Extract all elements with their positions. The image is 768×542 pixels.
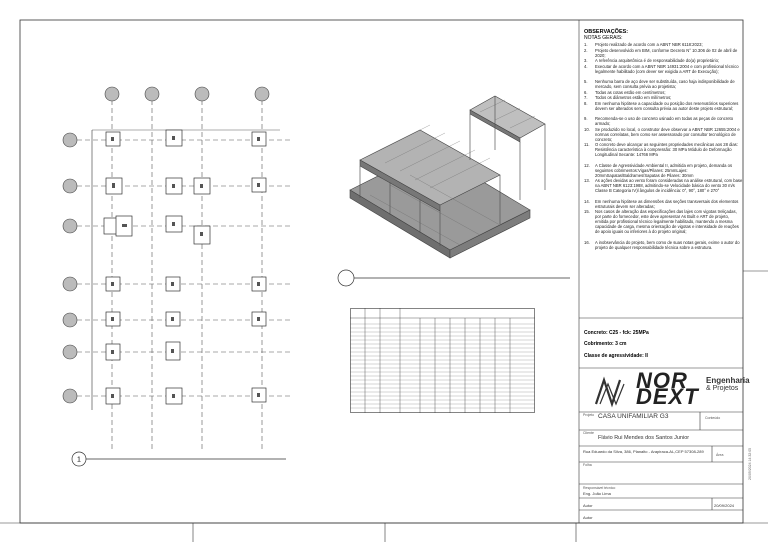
note-text: A inobservância do projeto, bem como de …	[595, 239, 740, 250]
note-text: Executar de acordo com a ABNT NBR 14931:…	[595, 63, 739, 74]
note-text: Em nenhuma hipótese as dimensões das seç…	[595, 198, 739, 209]
logo-tagline-1: Engenharia	[706, 376, 750, 385]
note-text: Projeto desenvolvido em BIM, conforme De…	[595, 47, 738, 58]
note-text: Em nenhuma hipótese a capacidade ou posi…	[595, 100, 739, 111]
note-text: O concreto deve alcançar as seguintes pr…	[595, 142, 738, 157]
foundation-plan: 1	[62, 86, 290, 467]
cover-spec: Cobrimento: 3 cm	[584, 341, 627, 347]
concrete-spec: Concreto: C25 - fck: 25MPa	[584, 330, 649, 336]
notes-subtitle: NOTAS GERAIS:	[584, 35, 623, 41]
note-text: Nenhuma barra de aço deve ser substituíd…	[595, 79, 735, 89]
owner-name: Flávio Rui Mendes dos Santos Junior	[598, 435, 690, 441]
note-text: Todos os diâmetros estão em milímetros;	[595, 95, 672, 100]
note-number: 9.	[584, 116, 588, 121]
logo-tagline-2: & Projetos	[706, 385, 739, 392]
note-number: 14.	[584, 198, 590, 204]
note-number: 12.	[584, 162, 590, 168]
author-label-2: Autor	[583, 515, 593, 520]
note-text: Projeto realizado de acordo com a ABNT N…	[595, 42, 703, 47]
note-number: 16.	[584, 239, 590, 245]
notes-title: OBSERVAÇÕES:	[584, 29, 629, 35]
issue-date: 20/09/2024	[714, 503, 735, 508]
project-label: Projeto	[583, 413, 595, 417]
author-label: Autor	[583, 503, 593, 508]
note-number: 2.	[584, 47, 588, 53]
schedule-table	[350, 308, 535, 413]
note-text: A Classe de Agressividade Ambiental II, …	[595, 162, 733, 178]
content-label: Conteúdo	[705, 416, 721, 420]
note-number: 15.	[584, 209, 590, 214]
notes-list: 1. Projeto realizado de acordo com a ABNT…	[584, 42, 743, 312]
note-text: Todas as cotas estão em centímetros;	[595, 89, 666, 95]
axis-label: 1	[77, 457, 81, 464]
sheet-label: Folha	[583, 463, 592, 467]
note-number: 6.	[584, 89, 588, 95]
area-label: Área	[716, 453, 724, 457]
notes-panel: OBSERVAÇÕES: NOTAS GERAIS:	[584, 29, 740, 41]
note-number: 10.	[584, 126, 590, 132]
note-number: 4.	[584, 63, 588, 69]
note-text: Nos casos de alteração das especificaçõe…	[595, 209, 739, 234]
logo-word-1: NOR	[636, 368, 688, 393]
plot-timestamp: 20/09/2024 14:32:05	[748, 447, 752, 480]
responsible-name: Eng. João Lima	[583, 491, 611, 496]
note-number: 3.	[584, 58, 588, 63]
responsible-label: Responsável técnico	[583, 486, 616, 490]
project-name: CASA UNIFAMILIAR G3	[598, 413, 669, 420]
address: Rua Eduardo da Silva, 386, Planalto - Ar…	[583, 449, 704, 454]
isometric-3d-view	[337, 95, 570, 287]
note-number: 11.	[584, 142, 590, 147]
note-number: 1.	[584, 42, 588, 47]
note-number: 13.	[584, 178, 590, 183]
logo-mark-icon	[594, 376, 625, 408]
note-number: 7.	[584, 95, 588, 100]
company-logo: NOR DEXT Engenharia & Projetos	[594, 368, 750, 410]
note-text: As ações devidas ao vento foram consider…	[595, 178, 743, 193]
note-text: Recomenda-se o uso de concreto usinado e…	[595, 116, 734, 126]
note-number: 8.	[584, 100, 588, 106]
owner-label: Cliente	[583, 431, 594, 435]
aggressiveness-spec: Classe de agressividade: II	[584, 353, 648, 359]
logo-word-2: DEXT	[636, 384, 699, 409]
note-text: A referência arquitetônica é de responsa…	[595, 58, 720, 63]
note-number: 5.	[584, 79, 588, 84]
note-text: Se produzido no local, o construtor deve…	[595, 126, 740, 142]
